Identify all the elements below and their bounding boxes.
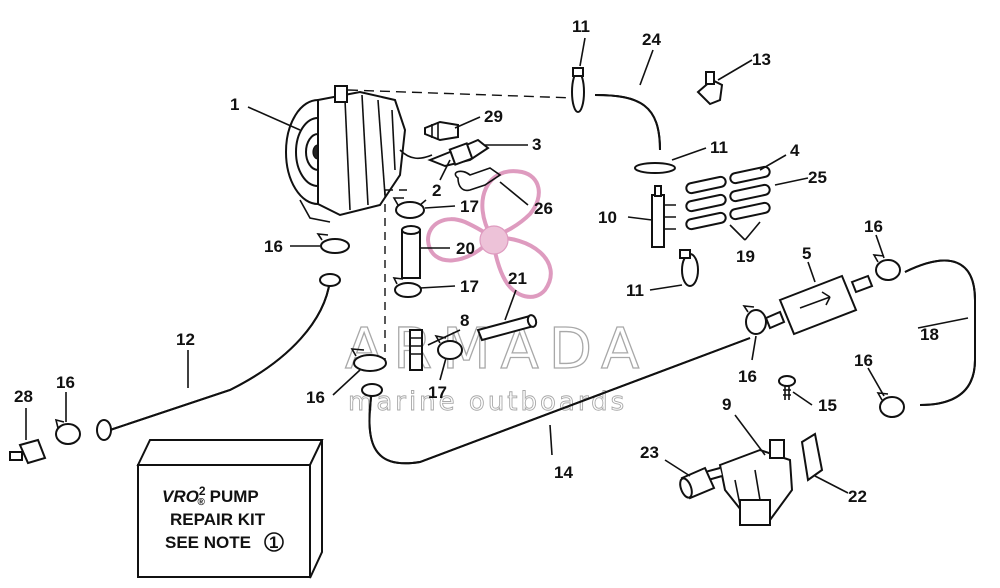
callout-19: 19: [736, 247, 755, 266]
callout-13: 13: [752, 50, 771, 69]
clamp-16-far-left: [54, 418, 81, 445]
hose-21: [476, 314, 538, 342]
fuel-filter-5: [764, 274, 874, 336]
fitting-13: [696, 71, 724, 106]
kit-line3: SEE NOTE: [165, 533, 251, 552]
clip-26: [454, 167, 502, 192]
callout-21: 21: [508, 269, 527, 288]
callout-3: 3: [532, 135, 541, 154]
clamp-16-right-top: [872, 254, 901, 281]
callout-12: 12: [176, 330, 195, 349]
manifold-10: [651, 185, 676, 248]
callout-20: 20: [456, 239, 475, 258]
clamp-16-filter-left: [742, 305, 767, 335]
callout-16a: 16: [264, 237, 283, 256]
clamp-16-left: [316, 233, 350, 254]
hose-18-outline: [904, 259, 976, 406]
propeller-icon: [425, 169, 553, 299]
dashed-line-top: [347, 89, 576, 99]
screw-15: [778, 375, 796, 400]
callout-16d: 16: [864, 217, 883, 236]
kit-note-number: 1: [269, 533, 278, 552]
hose-24-fill: [594, 94, 661, 151]
repair-kit-box: VRO2® PUMP REPAIR KIT SEE NOTE 1: [136, 439, 324, 579]
dashed-line-vertical: [384, 189, 410, 360]
callout-2: 2: [432, 181, 441, 200]
callout-22: 22: [848, 487, 867, 506]
callout-10: 10: [598, 208, 617, 227]
leader-lines: [25, 37, 969, 494]
clamp-17-mid: [392, 277, 422, 298]
fuel-valve-9: [703, 439, 794, 526]
callout-14: 14: [554, 463, 573, 482]
callout-29: 29: [484, 107, 503, 126]
callout-16f: 16: [738, 367, 757, 386]
hose-24-outline: [594, 94, 661, 151]
check-valve-3: [427, 138, 490, 168]
hose-12-fill: [109, 279, 331, 431]
note-circle: [264, 532, 284, 552]
clamp-16-right-bottom: [876, 392, 905, 418]
clamp-11-mid: [634, 162, 676, 174]
hose-18-fill: [904, 259, 976, 406]
callout-16c: 16: [56, 373, 75, 392]
callout-11b: 11: [710, 138, 728, 157]
kit-line2: REPAIR KIT: [170, 510, 266, 529]
callout-15: 15: [818, 396, 837, 415]
callout-26: 26: [534, 199, 553, 218]
clamp-11-low: [679, 249, 699, 287]
callout-28: 28: [14, 387, 33, 406]
callout-8: 8: [460, 311, 469, 330]
fitting-28: [9, 438, 47, 465]
callout-24: 24: [642, 30, 661, 49]
watermark-logo: ARMADA marine outboards: [344, 169, 640, 417]
fitting-29: [424, 120, 459, 142]
hose-20: [401, 225, 421, 279]
callout-17a: 17: [460, 197, 479, 216]
callout-25: 25: [808, 168, 827, 187]
fitting-8: [409, 329, 423, 371]
callout-5: 5: [802, 244, 811, 263]
callout-11a: 11: [572, 17, 590, 36]
callout-1: 1: [230, 95, 239, 114]
vro-pump: [285, 85, 433, 223]
hose-12-outline: [109, 279, 331, 431]
callout-18: 18: [920, 325, 939, 344]
callout-16b: 16: [306, 388, 325, 407]
gasket-22: [800, 432, 824, 482]
clamp-17-top: [392, 197, 427, 219]
callout-23: 23: [640, 443, 659, 462]
callout-numbers: 1 29 3 2 26 17 20 17 21 8 16 17 16 12 28…: [14, 17, 939, 506]
callout-11c: 11: [626, 281, 644, 300]
callout-17c: 17: [428, 383, 447, 402]
callout-4: 4: [790, 141, 800, 160]
callout-9: 9: [722, 395, 731, 414]
hose-14-fill: [368, 337, 751, 465]
small-hoses-4-25-19: [685, 165, 771, 231]
callout-16e: 16: [854, 351, 873, 370]
clamp-11-top: [571, 67, 585, 113]
kit-line1: VRO2® PUMP: [162, 484, 259, 508]
watermark-tagline: marine outboards: [348, 387, 627, 417]
clamp-16-middle: [350, 348, 387, 372]
callout-17b: 17: [460, 277, 479, 296]
